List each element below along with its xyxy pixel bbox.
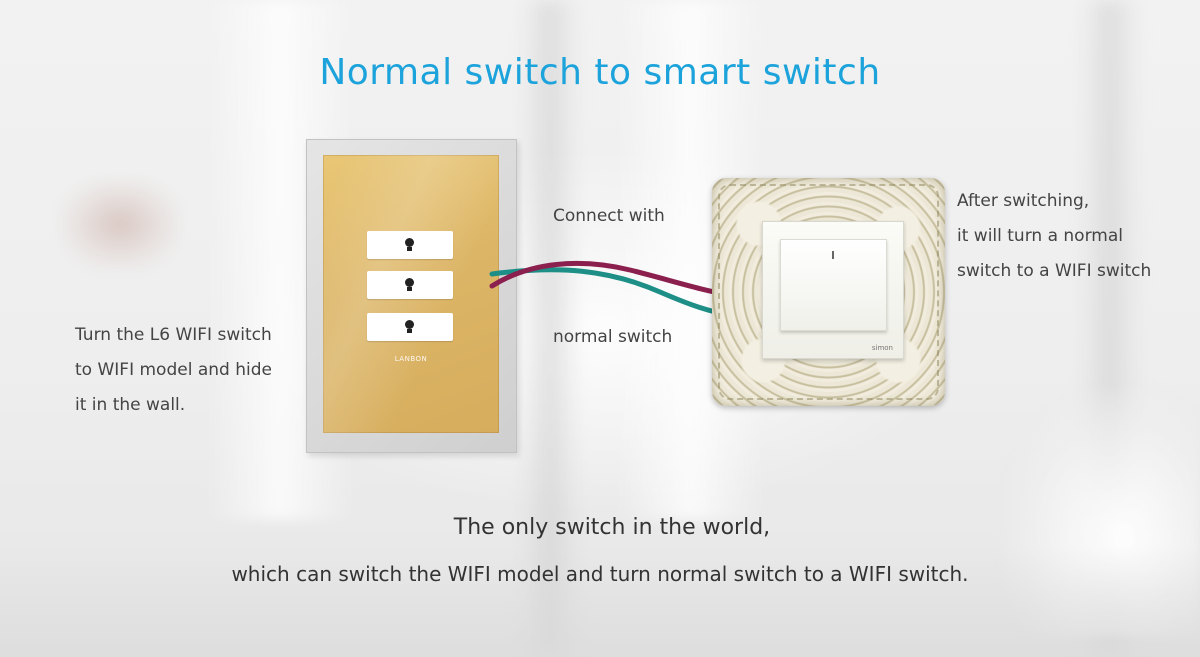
right-caption: After switching, it will turn a normal s… bbox=[957, 184, 1187, 289]
left-caption: Turn the L6 WIFI switch to WIFI model an… bbox=[75, 318, 295, 423]
light-bulb-icon bbox=[405, 320, 414, 333]
panel-brand-logo: LANBON bbox=[394, 355, 428, 363]
tagline-line-2: which can switch the WIFI model and turn… bbox=[231, 562, 969, 586]
ornate-switch-frame: simon bbox=[712, 178, 945, 406]
bg-lamp bbox=[60, 178, 180, 270]
tagline-line-1: The only switch in the world, bbox=[453, 515, 771, 540]
light-bulb-icon bbox=[405, 238, 414, 251]
right-caption-line: After switching, bbox=[957, 191, 1090, 211]
connect-with-label: Connect with bbox=[553, 206, 665, 226]
touch-key bbox=[367, 271, 453, 299]
smart-switch-panel: LANBON bbox=[306, 139, 517, 453]
rocker-button bbox=[780, 239, 887, 331]
smart-switch-glass: LANBON bbox=[323, 155, 499, 433]
bg-floor bbox=[0, 547, 1200, 657]
left-caption-line: to WIFI model and hide bbox=[75, 360, 272, 380]
left-caption-line: Turn the L6 WIFI switch bbox=[75, 325, 272, 345]
normal-wall-switch: simon bbox=[762, 221, 904, 359]
touch-key bbox=[367, 313, 453, 341]
normal-switch-label: normal switch bbox=[553, 327, 673, 347]
right-caption-line: it will turn a normal bbox=[957, 226, 1123, 246]
slide-title: Normal switch to smart switch bbox=[319, 52, 881, 93]
touch-key bbox=[367, 231, 453, 259]
right-caption-line: switch to a WIFI switch bbox=[957, 261, 1152, 281]
light-bulb-icon bbox=[405, 278, 414, 291]
switch-brand-logo: simon bbox=[871, 344, 893, 352]
left-caption-line: it in the wall. bbox=[75, 395, 186, 415]
